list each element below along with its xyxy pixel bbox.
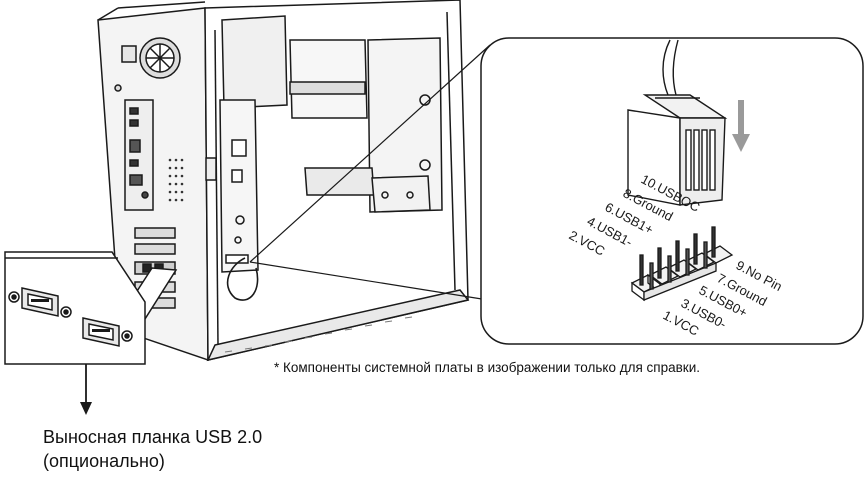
- usb-bracket-icon: [4, 251, 178, 365]
- bracket-label-line2: (опционально): [43, 451, 165, 471]
- reference-note: * Компоненты системной платы в изображен…: [274, 360, 701, 375]
- bracket-label: Выносная планка USB 2.0 (опционально): [43, 425, 262, 473]
- arrow-down-icon: [80, 364, 92, 415]
- usb-cable: [226, 257, 259, 301]
- zoom-leader-line: [249, 261, 489, 301]
- pin-header-icon: [630, 226, 734, 302]
- bracket-label-line1: Выносная планка USB 2.0: [43, 427, 263, 447]
- zoom-leader-line: [249, 44, 491, 263]
- arrow-down-icon: [732, 100, 750, 152]
- connector-plug-icon: [627, 39, 728, 206]
